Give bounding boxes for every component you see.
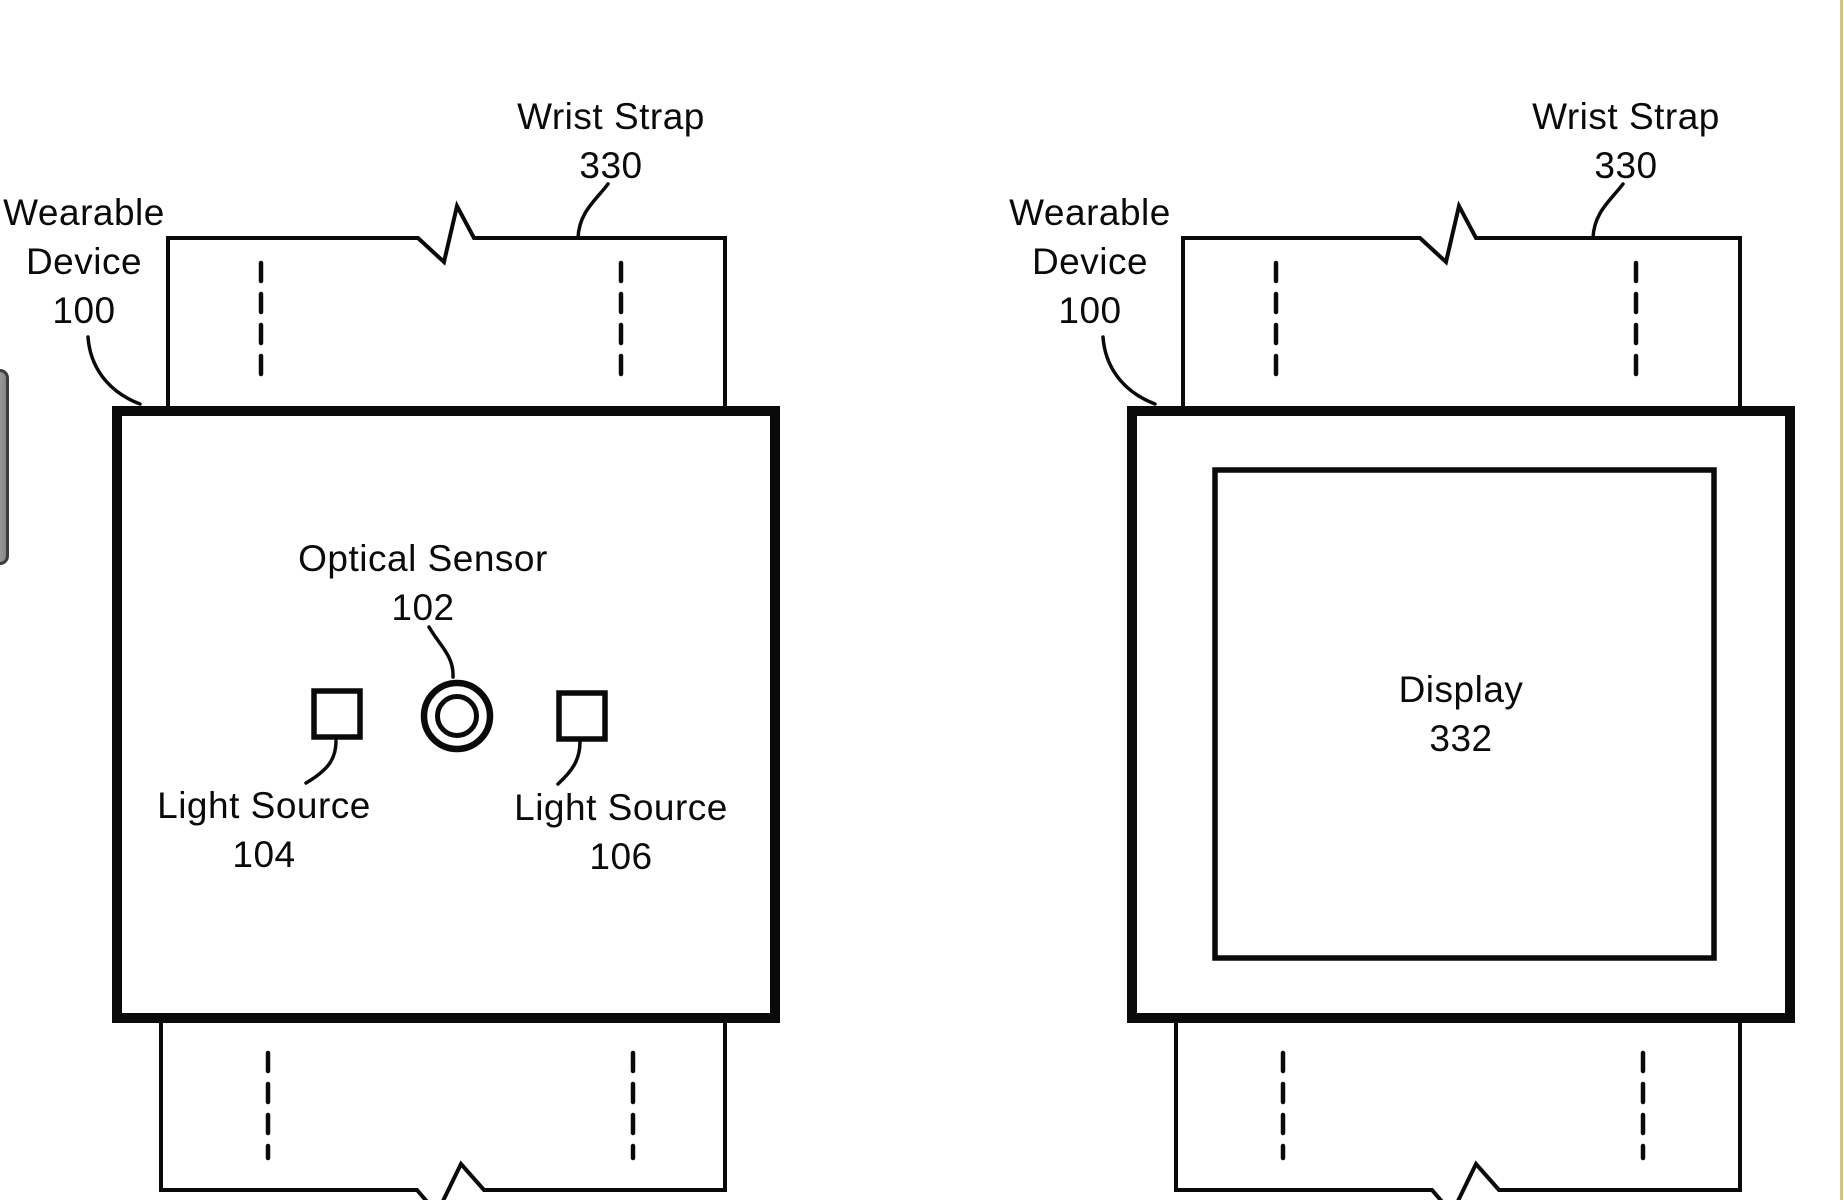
optical-sensor-label: Optical Sensor 102 (273, 534, 573, 632)
light-source-106-label-line1: Light Source (514, 787, 728, 828)
right-bottom-strap-break (1456, 1019, 1742, 1200)
light-source-104-label: Light Source 104 (134, 781, 394, 879)
light-source-104-leader (304, 739, 338, 785)
left-wrist-strap-ref: 330 (579, 145, 643, 186)
display-label: Display 332 (1341, 665, 1581, 763)
right-wrist-strap-label-line1: Wrist Strap (1532, 96, 1720, 137)
left-wearable-device-leader (86, 335, 142, 406)
display-outline (1212, 467, 1717, 961)
right-bottom-strap-outline (1174, 1019, 1444, 1200)
left-wearable-device-label-line2: Device (25, 241, 143, 282)
left-wrist-strap-label: Wrist Strap 330 (491, 92, 731, 190)
left-top-strap-outline (166, 200, 727, 410)
left-bottom-strap-break (441, 1019, 727, 1200)
optical-sensor-outer-ring (420, 679, 494, 753)
light-source-104-ref: 104 (232, 834, 296, 875)
right-top-strap-outline (1181, 200, 1742, 410)
page-edge-line (1840, 0, 1843, 1200)
light-source-106-ref: 106 (589, 836, 653, 877)
left-wearable-device-label-line1: Wearable (3, 192, 165, 233)
right-wearable-device-ref: 100 (1058, 290, 1122, 331)
light-source-104-square (311, 688, 363, 740)
right-wrist-strap-leader (1591, 182, 1625, 240)
right-wearable-device-label-line1: Wearable (1009, 192, 1171, 233)
light-source-106-square (556, 690, 608, 742)
optical-sensor-leader (427, 625, 455, 679)
left-wrist-strap-leader (576, 182, 610, 240)
left-bottom-strap-outline (159, 1019, 429, 1200)
optical-sensor-ref: 102 (391, 587, 455, 628)
display-ref: 332 (1429, 718, 1493, 759)
light-source-104-label-line1: Light Source (157, 785, 371, 826)
right-wrist-strap-label: Wrist Strap 330 (1506, 92, 1746, 190)
right-wearable-device-label: Wearable Device 100 (990, 188, 1190, 335)
right-wrist-strap-ref: 330 (1594, 145, 1658, 186)
light-source-106-leader (556, 740, 582, 786)
left-wearable-device-label: Wearable Device 100 (0, 188, 184, 335)
light-source-106-label: Light Source 106 (491, 783, 751, 881)
left-wearable-device-ref: 100 (52, 290, 116, 331)
right-wearable-device-label-line2: Device (1031, 241, 1149, 282)
optical-sensor-label-line1: Optical Sensor (298, 538, 548, 579)
right-wearable-device-leader (1101, 335, 1157, 406)
left-wrist-strap-label-line1: Wrist Strap (517, 96, 705, 137)
side-panel-handle[interactable] (0, 369, 9, 565)
optical-sensor-inner-ring (435, 694, 479, 738)
display-label-line1: Display (1398, 669, 1524, 710)
